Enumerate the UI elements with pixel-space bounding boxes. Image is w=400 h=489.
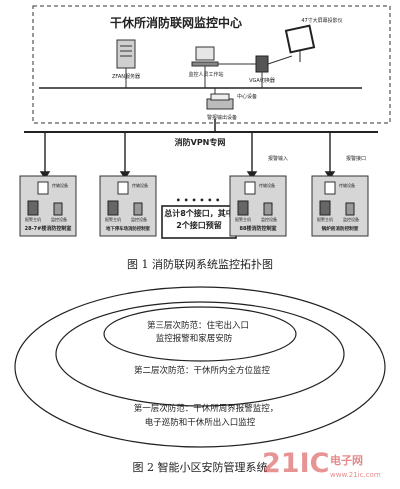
figure-1-caption: 图 1 消防联网系统监控拓扑图 (127, 257, 273, 271)
node-device-label: 报警主机 (25, 216, 41, 222)
node-box-1: 传输设备 报警主机 监控设备 28-7#楼消防控制室 (19, 175, 77, 237)
node-name: 88楼消防控制室 (240, 225, 277, 232)
alarm-label-1: 报警输入 (268, 155, 288, 162)
layer-3-text-line-1: 第三层次防范：住宅出入口 (147, 320, 249, 331)
interface-note: 总计8个接口，其中2个接口预留 (164, 209, 234, 230)
monitor-device-icon (263, 202, 273, 216)
layer-1-text-line-2: 电子巡防和干休所出入口监控 (145, 417, 256, 428)
alarm-label-2: 报警接口 (346, 155, 366, 162)
projector-screen-icon (284, 24, 316, 62)
layer-3-text-line-2: 监控报警和家居安防 (156, 333, 233, 344)
node-box-4: 传输设备 报警主机 监控设备 锅炉房消防控制室 (311, 175, 369, 237)
monitor-device-icon (133, 202, 143, 216)
transmitter-icon (37, 181, 49, 195)
layer-2-text: 第二层次防范：干休所内全方位监控 (134, 365, 271, 376)
alarm-host-icon (27, 200, 39, 216)
figure-1: 干休所消防联网监控中心 ZFAN服务器 监控人员工作站 VGA切换器 47寸大屏… (19, 5, 391, 271)
alarm-host-icon (107, 200, 119, 216)
node-box-2: 传输设备 报警主机 监控设备 地下停车场消防控制室 (99, 175, 157, 237)
node-box-3: 传输设备 报警主机 监控设备 88楼消防控制室 (229, 175, 287, 237)
node-device-label: 报警主机 (317, 216, 333, 222)
workstation-icon (191, 46, 219, 67)
operator-label: 监控人员工作站 (188, 71, 223, 78)
transmitter-icon (244, 181, 256, 195)
watermark-logo: 21IC 电子网 www.21ic.com (262, 448, 381, 479)
node-device-label: 报警主机 (105, 216, 121, 222)
alarm-host-icon (319, 200, 331, 216)
node-name: 28-7#楼消防控制室 (25, 225, 72, 232)
layer-3-ellipse (103, 306, 297, 362)
transmitter-icon (117, 181, 129, 195)
node-top-label: 传输设备 (339, 182, 355, 188)
node-top-label: 传输设备 (259, 182, 275, 188)
node-device-label-2: 监控设备 (343, 216, 359, 222)
vga-switch-icon (255, 55, 269, 73)
watermark-brand: 21IC (262, 448, 329, 479)
figure-2-caption: 图 2 智能小区安防管理系统 (133, 460, 268, 474)
server-icon (116, 39, 136, 69)
drop-lines (39, 132, 336, 180)
node-name: 地下停车场消防控制室 (106, 225, 151, 232)
node-device-label-2: 监控设备 (131, 216, 147, 222)
node-top-label: 传输设备 (132, 182, 148, 188)
monitor-device-icon (53, 202, 63, 216)
printer-label: 警报输出设备 (207, 114, 237, 121)
watermark-cn: 电子网 (330, 453, 363, 467)
transmitter-icon (324, 181, 336, 195)
interface-note-box: 总计8个接口，其中2个接口预留 (161, 205, 237, 239)
ellipsis: • • • • • • (176, 196, 221, 205)
node-device-label-2: 监控设备 (261, 216, 277, 222)
node-device-label: 报警主机 (235, 216, 251, 222)
node-device-label-2: 监控设备 (51, 216, 67, 222)
figure-2: 第三层次防范：住宅出入口 监控报警和家居安防 第二层次防范：干休所内全方位监控 … (14, 286, 386, 474)
alarm-host-icon (237, 200, 249, 216)
printer-icon (206, 93, 234, 110)
monitoring-center-frame (32, 5, 391, 124)
layer-1-text-line-1: 第一层次防范：干休所周界报警监控， (134, 403, 279, 414)
center-title: 干休所消防联网监控中心 (110, 15, 242, 30)
node-name: 锅炉房消防控制室 (321, 225, 359, 232)
vpn-label: 消防VPN专网 (175, 137, 226, 147)
other-label: 中心设备 (237, 93, 257, 100)
wall-label: 47寸大屏幕投影仪 (301, 17, 342, 24)
watermark-url: www.21ic.com (330, 471, 381, 479)
node-top-label: 传输设备 (52, 182, 68, 188)
monitor-device-icon (345, 202, 355, 216)
